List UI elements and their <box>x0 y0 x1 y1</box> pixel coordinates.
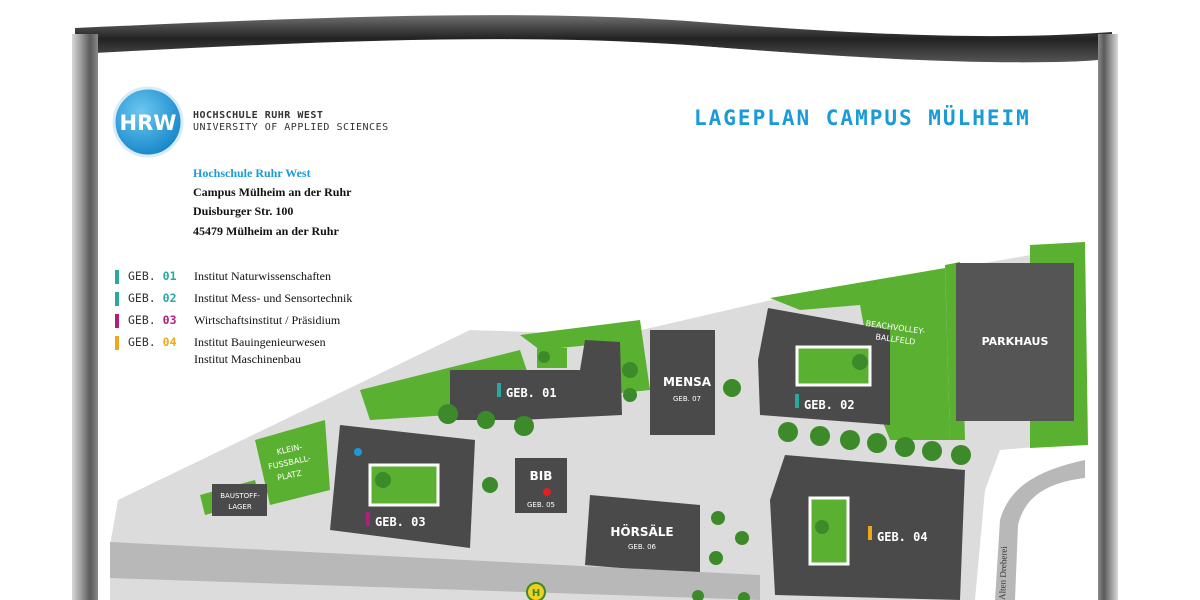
legend-name: Institut Bauingenieurwesen <box>194 335 326 349</box>
building-baustofflager <box>212 484 267 516</box>
address-line-4: 45479 Mülheim an der Ruhr <box>193 224 339 238</box>
label-geb-04: GEB. 04 <box>877 530 928 544</box>
poster-right-roll <box>1098 34 1118 600</box>
marker-geb-01 <box>497 383 501 397</box>
building-geb-01 <box>450 340 622 420</box>
label-geb-02: GEB. 02 <box>804 398 855 412</box>
legend-color-bar <box>115 292 119 306</box>
legend-name: Wirtschaftsinstitut / Präsidium <box>194 313 341 327</box>
marker-geb-04 <box>868 526 872 540</box>
legend-num: 01 <box>162 269 177 283</box>
legend-num: 02 <box>162 291 177 305</box>
bus-stop-symbol: H <box>532 588 540 599</box>
legend-geb: GEB. <box>128 269 156 283</box>
info-point-icon <box>354 448 362 456</box>
building-hoersaele <box>585 495 700 575</box>
logo-badge-text: HRW <box>120 111 177 135</box>
parkhaus-building <box>956 263 1074 421</box>
address-line-1: Hochschule Ruhr West <box>193 166 311 180</box>
legend-geb: GEB. <box>128 291 156 305</box>
label-geb-01: GEB. 01 <box>506 386 557 400</box>
label-bib-sub: GEB. 05 <box>527 501 555 509</box>
building-bib <box>515 458 567 513</box>
legend-num: 04 <box>162 335 177 349</box>
courtyard-geb-04 <box>808 496 850 566</box>
hrw-logo-icon <box>112 86 184 158</box>
main-road <box>110 542 760 600</box>
poster-top-bar <box>75 15 1112 63</box>
street-label: Alten Dreherei <box>997 546 1009 600</box>
label-baustoff-1: BAUSTOFF- <box>220 492 260 500</box>
parkhaus-label: PARKHAUS <box>982 335 1049 348</box>
label-mensa: MENSA <box>663 375 712 389</box>
page-title: LAGEPLAN CAMPUS MÜLHEIM <box>694 106 1031 130</box>
trees <box>375 351 971 600</box>
address-line-3: Duisburger Str. 100 <box>193 204 294 218</box>
legend-geb: GEB. <box>128 313 156 327</box>
building-mensa <box>650 330 715 435</box>
marker-geb-03 <box>366 512 370 526</box>
green-area-north <box>360 350 530 420</box>
building-geb-04 <box>770 455 965 600</box>
green-area-klein <box>255 420 330 505</box>
address-line-2: Campus Mülheim an der Ruhr <box>193 185 352 199</box>
legend-geb: GEB. <box>128 335 156 349</box>
marker-geb-02 <box>795 394 799 408</box>
legend-color-bar <box>115 314 119 328</box>
red-point-icon <box>543 488 551 496</box>
label-geb-03: GEB. 03 <box>375 515 426 529</box>
green-area-beach <box>770 268 950 440</box>
legend-name-2: Institut Maschinenbau <box>194 352 301 366</box>
bus-stop-icon <box>526 582 546 600</box>
legend-name: Institut Mess- und Sensortechnik <box>194 291 353 305</box>
legend-name: Institut Naturwissenschaften <box>194 269 331 283</box>
label-bib: BIB <box>530 469 553 483</box>
logo-line-1: HOCHSCHULE RUHR WEST <box>193 110 324 121</box>
poster-left-roll <box>72 34 98 600</box>
label-hoersaele: HÖRSÄLE <box>610 524 673 539</box>
legend-color-bar <box>115 270 119 284</box>
label-baustoff-2: LAGER <box>228 503 252 511</box>
side-road <box>995 460 1085 600</box>
label-hoersaele-sub: GEB. 06 <box>628 543 657 551</box>
courtyard-geb-03 <box>368 463 440 507</box>
legend-color-bar <box>115 336 119 350</box>
legend-num: 03 <box>162 313 177 327</box>
logo-line-2: UNIVERSITY OF APPLIED SCIENCES <box>193 122 389 133</box>
label-mensa-sub: GEB. 07 <box>673 395 701 403</box>
